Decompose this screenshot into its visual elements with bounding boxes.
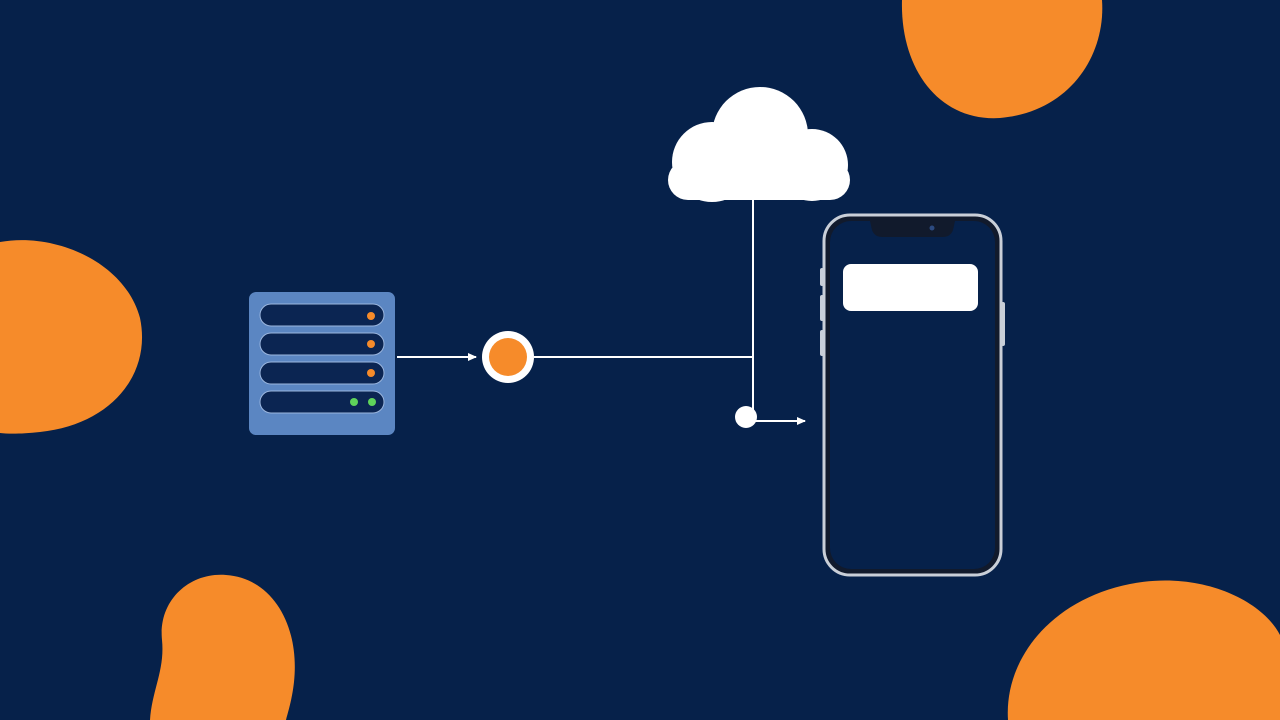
server-slot: [259, 390, 385, 414]
hub-node-icon: [482, 331, 534, 383]
server-rack-icon: [249, 292, 395, 435]
server-slot: [259, 332, 385, 356]
phone-notch: [870, 221, 955, 237]
junction-dot: [735, 406, 757, 428]
phone-side-button: [820, 295, 824, 321]
phone-side-button: [820, 268, 824, 286]
phone-side-button: [820, 330, 824, 356]
cloud-icon: [668, 87, 850, 202]
server-slot: [259, 361, 385, 385]
orange-blob-top-right: [901, 0, 1103, 119]
server-slot: [259, 303, 385, 327]
smartphone-icon: [820, 213, 1005, 577]
notification-card: [843, 264, 978, 311]
orange-blob-bottom-right: [1007, 580, 1280, 720]
phone-side-button: [1001, 302, 1005, 346]
orange-blob-bottom-left: [150, 574, 295, 720]
orange-blob-left: [0, 240, 143, 434]
phone-camera: [929, 225, 935, 231]
